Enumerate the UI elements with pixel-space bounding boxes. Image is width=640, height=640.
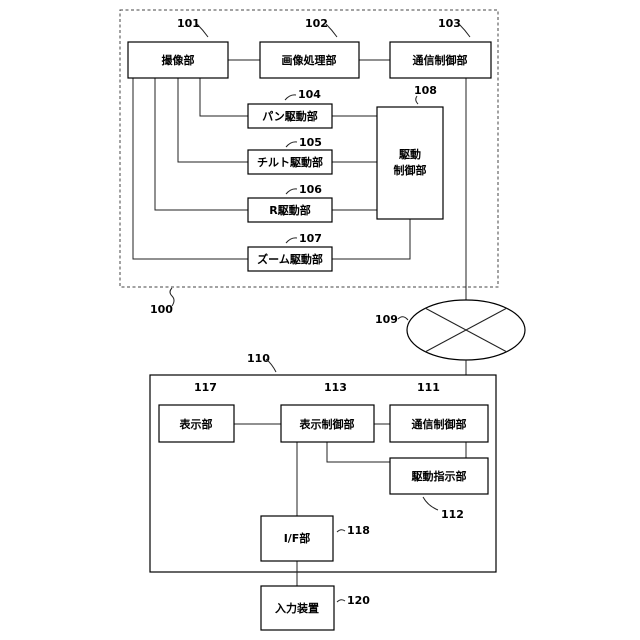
display-unit-ref: 117 xyxy=(194,381,217,394)
drive-control-box xyxy=(377,107,443,219)
image-processing-ref: 102 xyxy=(305,17,328,30)
interface-unit-ref: 118 xyxy=(347,524,370,537)
drive-control-ref: 108 xyxy=(414,84,437,97)
input-device-ref: 120 xyxy=(347,594,370,607)
network-cloud xyxy=(407,300,525,360)
camera-comm-control-ref: 103 xyxy=(438,17,461,30)
terminal-group-ref: 110 xyxy=(247,352,270,365)
imaging-unit-ref: 101 xyxy=(177,17,200,30)
display-unit-label: 表示部 xyxy=(179,417,213,431)
tilt-drive-ref: 105 xyxy=(299,136,322,149)
drive-control-label-line1: 駆動 xyxy=(399,147,421,161)
imaging-unit-label: 撮像部 xyxy=(162,53,195,67)
pan-drive-label: パン駆動部 xyxy=(262,109,318,123)
terminal-comm-control-ref: 111 xyxy=(417,381,440,394)
r-drive-label: R駆動部 xyxy=(269,203,310,217)
input-device-label: 入力装置 xyxy=(275,601,319,615)
r-drive-ref: 106 xyxy=(299,183,322,196)
camera-comm-control-label: 通信制御部 xyxy=(413,53,468,67)
camera-group-ref: 100 xyxy=(150,303,173,316)
zoom-drive-ref: 107 xyxy=(299,232,322,245)
network-ref: 109 xyxy=(375,313,398,326)
drive-instruction-label: 駆動指示部 xyxy=(412,469,467,483)
pan-drive-ref: 104 xyxy=(298,88,321,101)
drive-instruction-ref: 112 xyxy=(441,508,464,521)
interface-unit-label: I/F部 xyxy=(284,531,311,545)
image-processing-label: 画像処理部 xyxy=(282,53,337,67)
zoom-drive-label: ズーム駆動部 xyxy=(257,252,323,266)
drive-control-label-line2: 制御部 xyxy=(394,163,427,177)
display-control-ref: 113 xyxy=(324,381,347,394)
tilt-drive-label: チルト駆動部 xyxy=(257,155,323,169)
terminal-comm-control-label: 通信制御部 xyxy=(412,417,467,431)
display-control-label: 表示制御部 xyxy=(299,417,355,431)
